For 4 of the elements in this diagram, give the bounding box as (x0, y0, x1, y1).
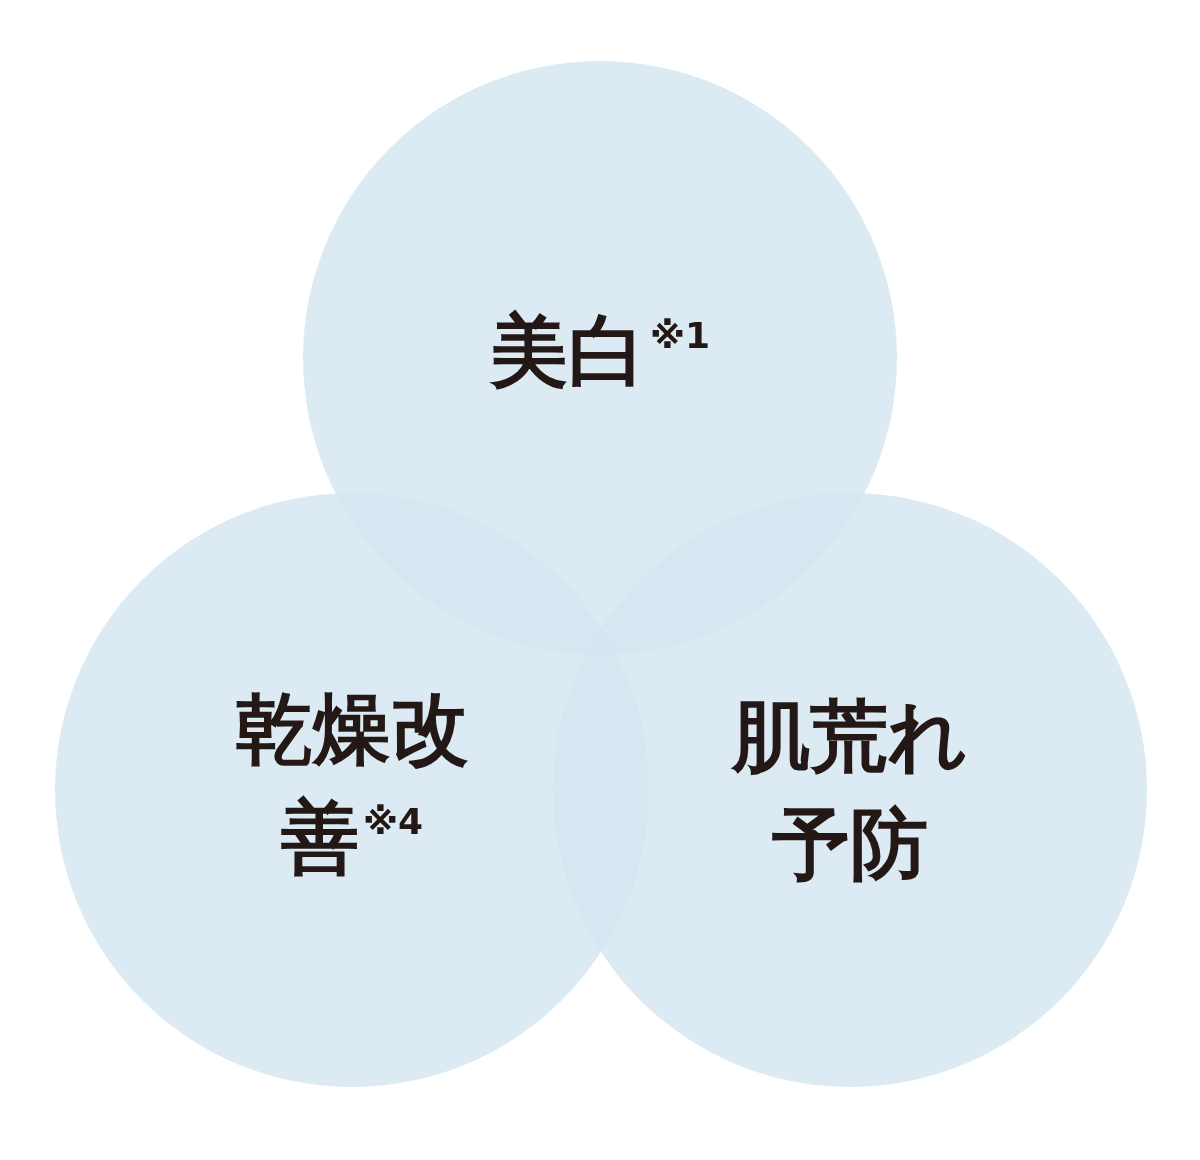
circle-label: 乾燥改善$^{※4}$ (234, 682, 470, 884)
venn-circle (552, 492, 1148, 1088)
circle-label: 肌荒れ予防 (730, 690, 969, 891)
circle-label: 美白$^{※1}$ (488, 304, 711, 398)
